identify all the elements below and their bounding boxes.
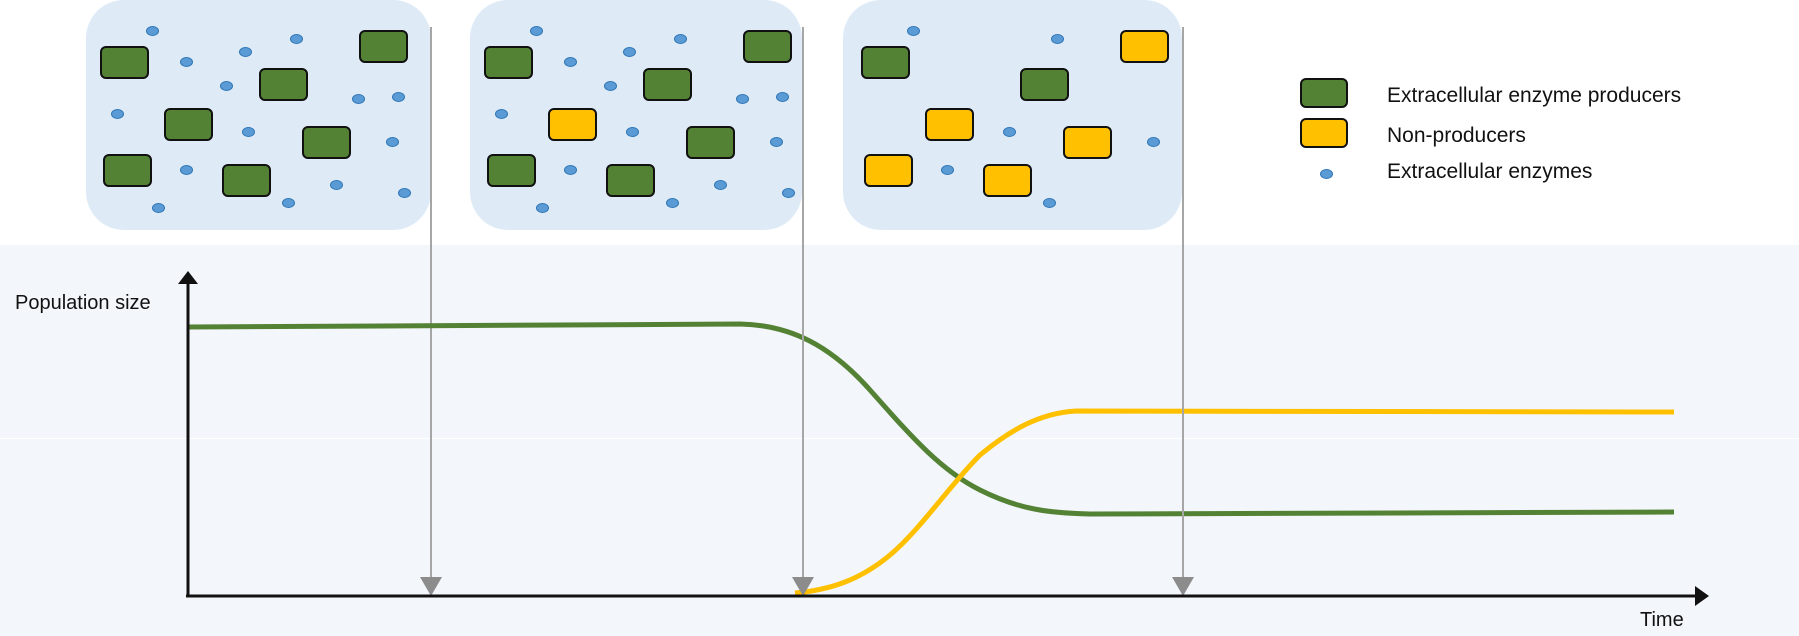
producer-cell [302,126,351,159]
enzyme-dot [180,165,193,175]
y-axis-arrow-icon [178,271,198,284]
enzyme-dot [736,94,749,104]
producer-cell [861,46,910,79]
legend-producer-swatch-icon [1300,78,1348,108]
population-panel-1 [86,0,431,230]
enzyme-dot [239,47,252,57]
y-axis-label: Population size [15,292,151,314]
non-producer-cell [983,164,1032,197]
legend-label-enzymes: Extracellular enzymes [1387,160,1593,183]
enzyme-dot [564,57,577,67]
enzyme-dot [564,165,577,175]
legend-enzyme-dot-icon [1320,169,1333,179]
population-panel-2 [470,0,802,230]
enzyme-dot [941,165,954,175]
plot-background [0,245,1799,636]
legend-label-non-producers: Non-producers [1387,124,1526,147]
enzyme-dot [386,137,399,147]
enzyme-dot [242,127,255,137]
enzyme-dot [1043,198,1056,208]
producer-cell [164,108,213,141]
enzyme-dot [1147,137,1160,147]
enzyme-dot [352,94,365,104]
enzyme-dot [146,26,159,36]
enzyme-dot [180,57,193,67]
producers-curve [187,321,1675,517]
enzyme-dot [282,198,295,208]
enzyme-dot [714,180,727,190]
producer-cell [686,126,735,159]
non-producer-cell [925,108,974,141]
enzyme-dot [495,109,508,119]
producer-cell [259,68,308,101]
band-divider [0,438,1799,439]
producer-cell [743,30,792,63]
enzyme-dot [770,137,783,147]
x-axis-label: Time [1640,609,1684,631]
legend-non-producer-swatch-icon [1300,118,1348,148]
non-producer-cell [1063,126,1112,159]
enzyme-dot [604,81,617,91]
enzyme-dot [674,34,687,44]
producer-cell [100,46,149,79]
enzyme-dot [666,198,679,208]
legend-label-producers: Extracellular enzyme producers [1387,84,1682,107]
producer-cell [222,164,271,197]
non-producer-cell [864,154,913,187]
producer-cell [1020,68,1069,101]
producer-cell [103,154,152,187]
non-producer-cell [1120,30,1169,63]
time-marker-2 [792,27,814,596]
enzyme-dot [290,34,303,44]
population-panel-3 [843,0,1182,230]
enzyme-dot [776,92,789,102]
enzyme-dot [152,203,165,213]
enzyme-dot [220,81,233,91]
enzyme-dot [1051,34,1064,44]
enzyme-dot [623,47,636,57]
non-producer-cell [548,108,597,141]
enzyme-dot [111,109,124,119]
producer-cell [643,68,692,101]
enzyme-dot [782,188,795,198]
producer-cell [606,164,655,197]
producer-cell [487,154,536,187]
time-marker-1 [420,27,442,596]
enzyme-dot [1003,127,1016,137]
enzyme-dot [626,127,639,137]
producer-cell [359,30,408,63]
enzyme-dot [536,203,549,213]
enzyme-dot [392,92,405,102]
enzyme-dot [530,26,543,36]
producer-cell [484,46,533,79]
enzyme-dot [398,188,411,198]
x-axis-arrow-icon [1695,586,1709,606]
enzyme-dot [330,180,343,190]
enzyme-dot [907,26,920,36]
non-producers-curve [794,408,1675,596]
time-marker-3 [1172,27,1194,596]
